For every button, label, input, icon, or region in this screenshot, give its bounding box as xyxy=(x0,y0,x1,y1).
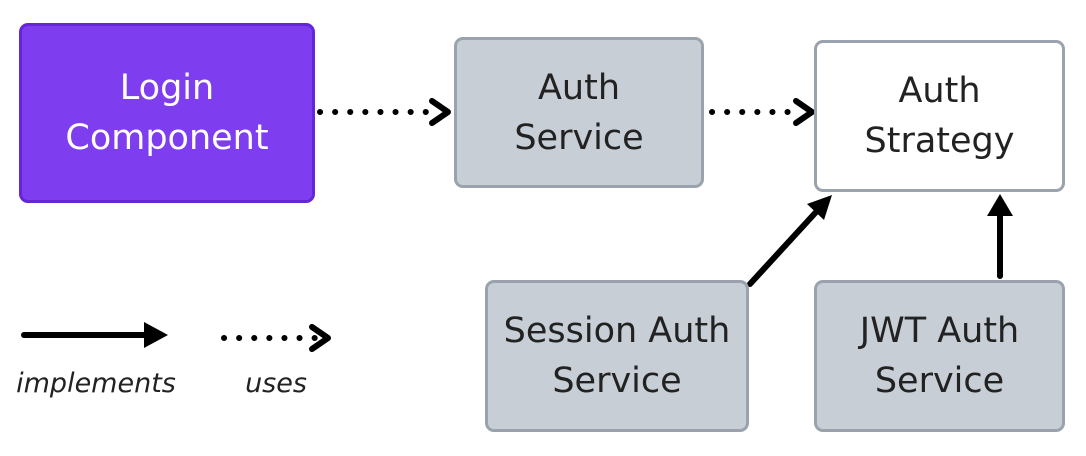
legend-uses-arrow xyxy=(221,324,331,352)
edge-login-to-auth-service xyxy=(317,98,451,126)
legend-uses-label: uses xyxy=(245,368,307,399)
legend-implements-arrow xyxy=(21,322,168,348)
edge-session-implements-strategy xyxy=(747,195,832,287)
legend-implements-label: implements xyxy=(16,368,176,399)
edge-auth-service-to-strategy xyxy=(709,98,815,126)
edge-jwt-implements-strategy xyxy=(987,194,1013,279)
